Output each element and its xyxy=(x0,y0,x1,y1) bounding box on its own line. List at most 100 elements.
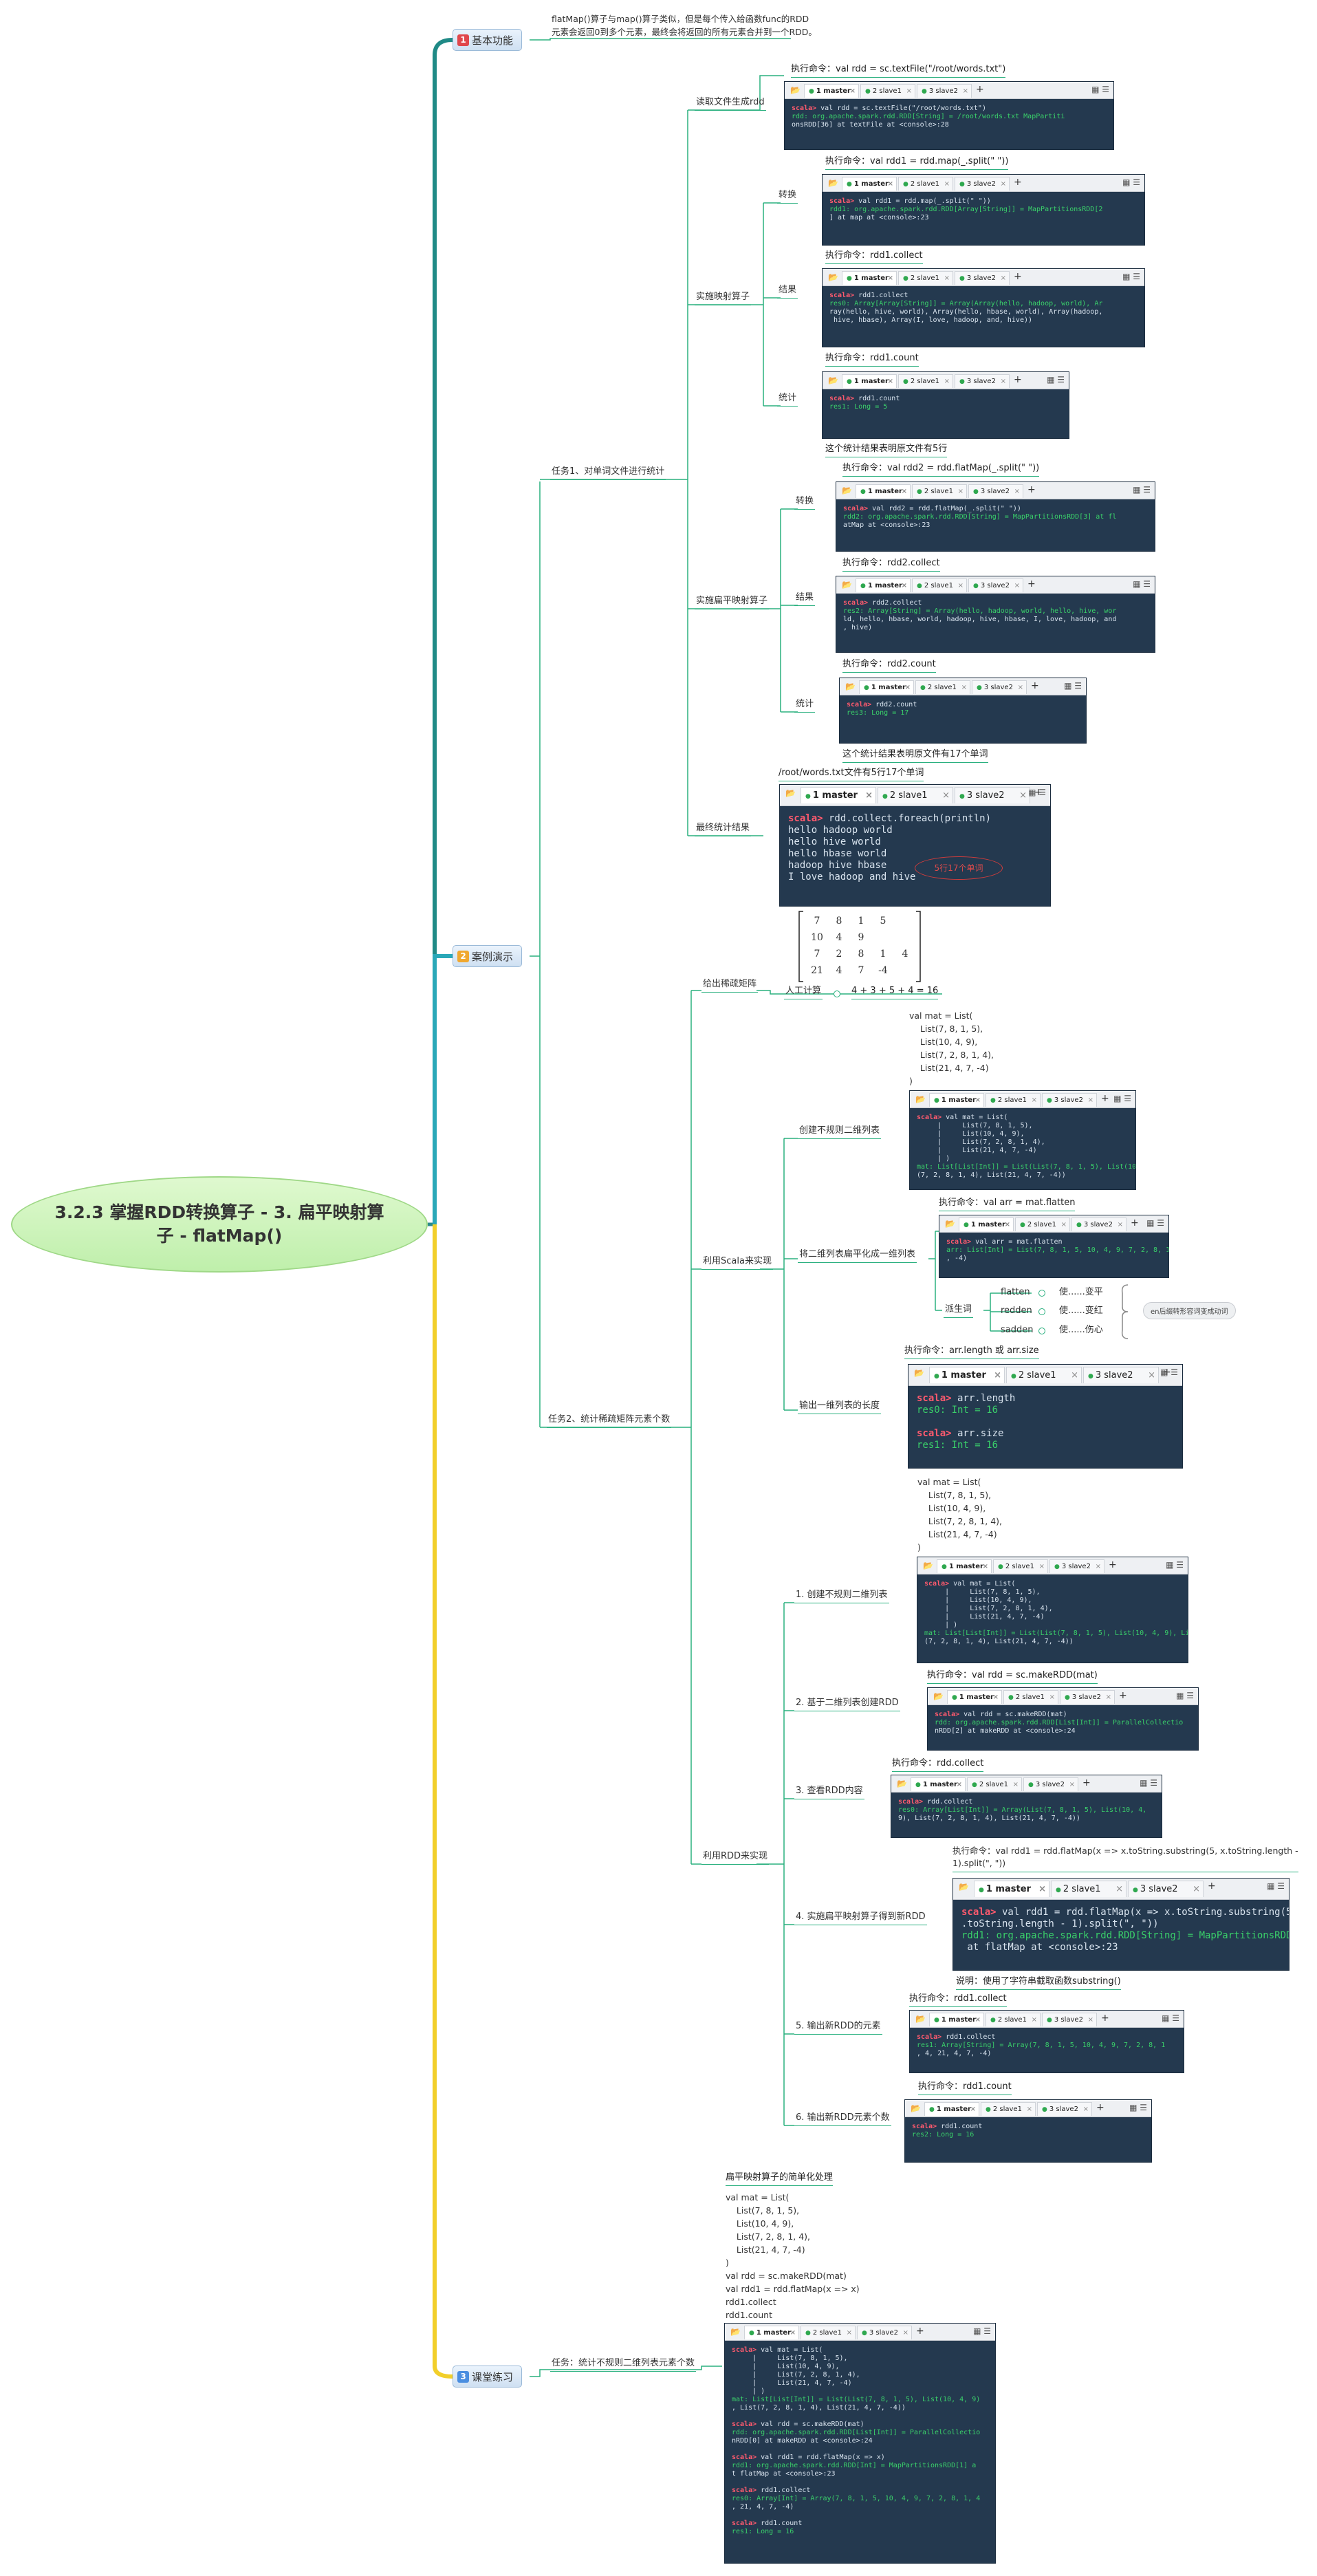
close-icon[interactable]: × xyxy=(957,582,964,589)
layout-icon[interactable]: ▦ ☰ xyxy=(1267,1881,1285,1891)
tab-slave2[interactable]: ●3 slave2× xyxy=(917,84,972,98)
tab-master[interactable]: ●1 master× xyxy=(859,680,914,694)
tab-slave2[interactable]: ●3 slave2× xyxy=(955,271,1010,285)
layout-icon[interactable]: ▦ ☰ xyxy=(1113,1094,1131,1103)
close-icon[interactable]: × xyxy=(992,1693,999,1701)
tab-slave2[interactable]: ●3 slave2× xyxy=(1071,1217,1126,1231)
close-icon[interactable]: × xyxy=(1000,180,1006,188)
tab-slave2[interactable]: ●3 slave2× xyxy=(1023,1777,1078,1791)
close-icon[interactable]: × xyxy=(901,488,907,495)
add-tab-icon[interactable]: + xyxy=(1014,271,1022,282)
tab-slave2[interactable]: ●3 slave2× xyxy=(972,680,1027,694)
rdd-step4-node[interactable]: 4. 实施扁平映射算子得到新RDD xyxy=(794,1911,927,1925)
close-icon[interactable]: × xyxy=(906,87,912,95)
folder-icon[interactable]: 📂 xyxy=(915,1094,926,1104)
close-icon[interactable]: × xyxy=(1082,2106,1089,2113)
layout-icon[interactable]: ▦ ☰ xyxy=(1064,681,1082,691)
tab-slave1[interactable]: ●2 slave1× xyxy=(878,787,953,803)
close-icon[interactable]: × xyxy=(887,378,893,385)
tab-slave1[interactable]: ●2 slave1× xyxy=(915,680,970,694)
close-icon[interactable]: × xyxy=(902,2329,908,2337)
tab-slave2[interactable]: ●3 slave2× xyxy=(857,2326,912,2339)
close-icon[interactable]: × xyxy=(1031,1096,1037,1104)
tab-master[interactable]: ●1 master× xyxy=(937,1559,992,1573)
tab-master[interactable]: ●1 master× xyxy=(744,2326,799,2339)
folder-icon[interactable]: 📂 xyxy=(959,1882,969,1892)
close-icon[interactable]: × xyxy=(994,1370,1001,1381)
tab-slave1[interactable]: ●2 slave1× xyxy=(986,1093,1041,1107)
close-icon[interactable]: × xyxy=(1087,2016,1093,2024)
close-icon[interactable]: × xyxy=(1000,274,1006,282)
tab-master[interactable]: ●1 master× xyxy=(929,2013,984,2026)
close-icon[interactable]: × xyxy=(956,1781,962,1788)
tab-slave1[interactable]: ●2 slave1× xyxy=(967,1777,1022,1791)
layout-icon[interactable]: ▦ ☰ xyxy=(1133,579,1151,589)
tab-slave2[interactable]: ●3 slave2× xyxy=(968,484,1023,498)
layout-icon[interactable]: ▦ ☰ xyxy=(1146,1218,1164,1228)
close-icon[interactable]: × xyxy=(1012,1781,1019,1788)
close-icon[interactable]: × xyxy=(901,582,907,589)
rdd-step1-node[interactable]: 1. 创建不规则二维列表 xyxy=(794,1589,889,1603)
tab-slave1[interactable]: ●2 slave1× xyxy=(1051,1881,1126,1897)
close-icon[interactable]: × xyxy=(942,790,950,801)
add-tab-icon[interactable]: + xyxy=(1027,578,1036,589)
close-icon[interactable]: × xyxy=(1000,378,1006,385)
add-tab-icon[interactable]: + xyxy=(1031,680,1039,691)
tab-slave1[interactable]: ●2 slave1× xyxy=(801,2326,856,2339)
close-icon[interactable]: × xyxy=(887,180,893,188)
folder-icon[interactable]: 📂 xyxy=(790,85,801,95)
folder-icon[interactable]: 📂 xyxy=(923,1561,933,1570)
close-icon[interactable]: × xyxy=(1026,2106,1032,2113)
add-tab-icon[interactable]: + xyxy=(1034,787,1043,798)
add-tab-icon[interactable]: + xyxy=(1119,1690,1127,1701)
close-icon[interactable]: × xyxy=(1069,1781,1075,1788)
close-icon[interactable]: × xyxy=(1071,1370,1078,1381)
close-icon[interactable]: × xyxy=(887,274,893,282)
folder-icon[interactable]: 📂 xyxy=(828,178,838,188)
tab-slave2[interactable]: ●3 slave2× xyxy=(1037,2102,1092,2116)
flatmap-convert-node[interactable]: 转换 xyxy=(794,495,816,510)
layout-icon[interactable]: ▦ ☰ xyxy=(1129,2103,1147,2112)
tab-master[interactable]: ●1 master× xyxy=(974,1881,1049,1897)
folder-icon[interactable]: 📂 xyxy=(845,682,856,691)
map-node[interactable]: 实施映射算子 xyxy=(695,291,752,305)
layout-icon[interactable]: ▦ ☰ xyxy=(973,2326,991,2336)
tab-slave1[interactable]: ●2 slave1× xyxy=(898,177,953,191)
tab-slave2[interactable]: ●3 slave2× xyxy=(1060,1690,1115,1704)
folder-icon[interactable]: 📂 xyxy=(785,788,796,798)
close-icon[interactable]: × xyxy=(1038,1563,1045,1570)
task1-node[interactable]: 任务1、对单词文件进行统计 xyxy=(550,466,666,480)
close-icon[interactable]: × xyxy=(1004,1221,1010,1229)
close-icon[interactable]: × xyxy=(1038,1884,1046,1894)
layout-icon[interactable]: ▦ ☰ xyxy=(1140,1778,1157,1788)
close-icon[interactable]: × xyxy=(970,2106,976,2113)
add-tab-icon[interactable]: + xyxy=(1014,374,1022,385)
close-icon[interactable]: × xyxy=(1148,1370,1155,1381)
add-tab-icon[interactable]: + xyxy=(916,2326,924,2337)
close-icon[interactable]: × xyxy=(1017,684,1023,691)
tab-slave2[interactable]: ●3 slave2× xyxy=(1128,1881,1204,1897)
tab-slave1[interactable]: ●2 slave1× xyxy=(912,484,967,498)
folder-icon[interactable]: 📂 xyxy=(945,1219,955,1229)
scala-node[interactable]: 利用Scala来实现 xyxy=(701,1255,773,1270)
map-result-node[interactable]: 结果 xyxy=(777,284,798,299)
layout-icon[interactable]: ▦ ☰ xyxy=(1047,375,1065,385)
tab-slave1[interactable]: ●2 slave1× xyxy=(898,271,953,285)
add-tab-icon[interactable]: + xyxy=(1101,2013,1109,2024)
tab-master[interactable]: ●1 master× xyxy=(929,1093,984,1107)
tab-slave1[interactable]: ●2 slave1× xyxy=(912,578,967,592)
close-icon[interactable]: × xyxy=(1115,1884,1123,1894)
map-count-node[interactable]: 统计 xyxy=(777,392,798,407)
add-tab-icon[interactable]: + xyxy=(1096,2102,1104,2113)
folder-icon[interactable]: 📂 xyxy=(730,2327,741,2337)
task2-node[interactable]: 任务2、统计稀疏矩阵元素个数 xyxy=(547,1414,672,1428)
close-icon[interactable]: × xyxy=(1087,1096,1093,1104)
folder-icon[interactable]: 📂 xyxy=(842,580,852,589)
map-convert-node[interactable]: 转换 xyxy=(777,189,798,204)
close-icon[interactable]: × xyxy=(790,2329,796,2337)
folder-icon[interactable]: 📂 xyxy=(933,1691,944,1701)
layout-icon[interactable]: ▦ ☰ xyxy=(1122,272,1140,281)
practice-task-node[interactable]: 任务：统计不规则二维列表元素个数 xyxy=(550,2357,697,2372)
tab-slave1[interactable]: ●2 slave1× xyxy=(993,1559,1048,1573)
